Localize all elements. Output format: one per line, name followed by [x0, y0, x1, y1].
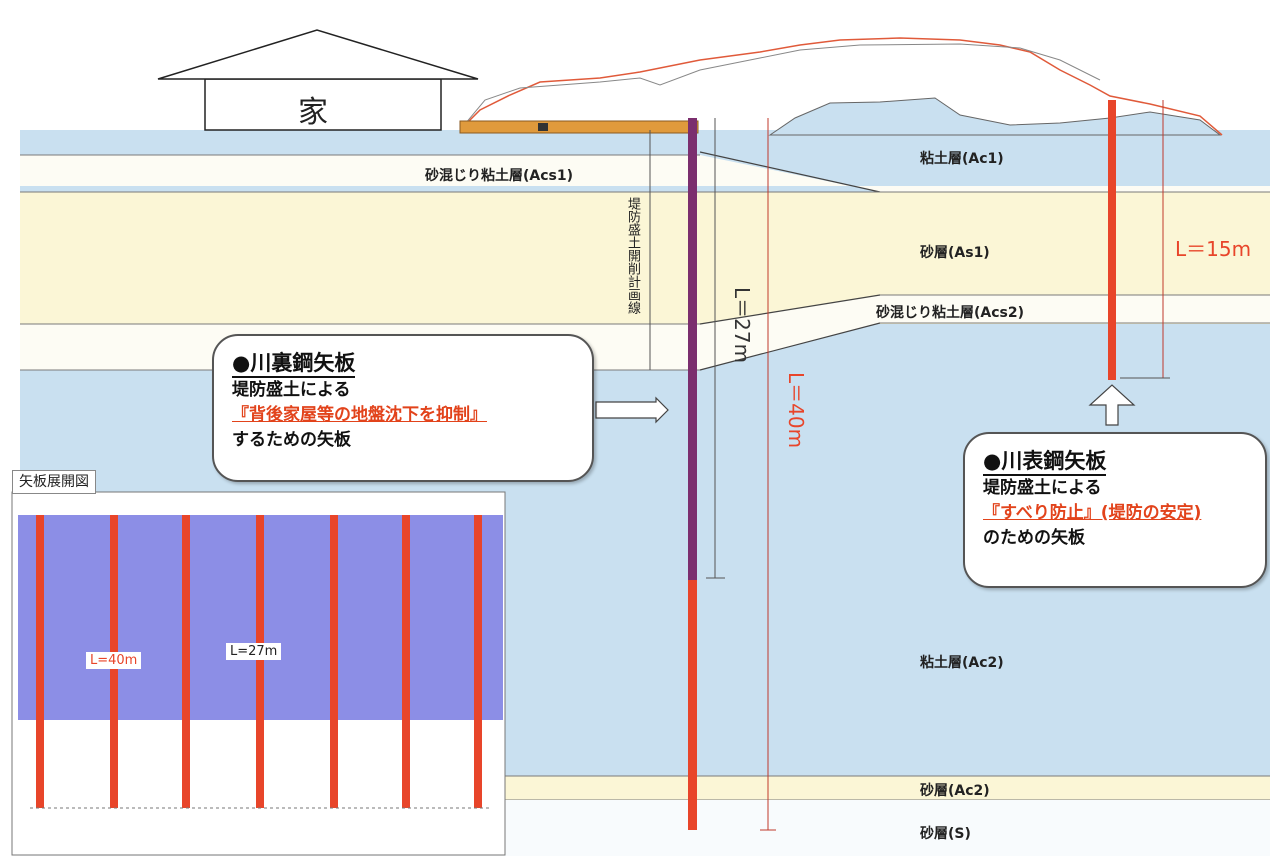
layer-label-ac2: 粘土層(Ac2)	[920, 655, 1004, 671]
callout-front-highlight: 『すべり防止』(堤防の安定)	[983, 503, 1202, 523]
callout-back-sheet-pile: ●川裏鋼矢板 堤防盛土による 『背後家屋等の地盤沈下を抑制』 するための矢板	[212, 334, 594, 482]
pile-front	[1108, 100, 1116, 380]
callout-back-highlight: 『背後家屋等の地盤沈下を抑制』	[232, 405, 487, 425]
callout-back-line3: するための矢板	[232, 430, 351, 450]
layer-label-acs1: 砂混じり粘土層(Acs1)	[425, 168, 574, 184]
embankment-plan-line	[459, 37, 1223, 136]
layer-label-ac1: 粘土層(Ac1)	[920, 151, 1004, 167]
layer-label-acs2: 砂混じり粘土層(Acs2)	[876, 305, 1025, 321]
pile-back-lower	[688, 580, 697, 830]
length-label-27m: L＝27m	[730, 287, 754, 364]
callout-front-line1: 堤防盛土による	[983, 478, 1102, 498]
pile-back-upper	[688, 118, 697, 580]
length-label-15m: L＝15m	[1175, 237, 1252, 261]
road-slab	[459, 120, 699, 134]
layer-label-as1: 砂層(As1)	[920, 245, 990, 261]
house-label: 家	[298, 95, 328, 130]
inset-title: 矢板展開図	[12, 470, 96, 494]
inset-label-27m: L=27m	[226, 643, 282, 660]
layer-acs1	[20, 155, 1270, 192]
callout-front-line3: のための矢板	[983, 528, 1085, 548]
inset-label-40m: L=40m	[86, 652, 142, 669]
callout-back-title: ●川裏鋼矢板	[232, 350, 356, 378]
house-roof	[157, 29, 479, 80]
house-body	[204, 78, 442, 131]
layer-label-ac2-sand: 砂層(Ac2)	[920, 783, 990, 799]
callout-front-title: ●川表鋼矢板	[983, 448, 1107, 476]
callout-front-sheet-pile: ●川表鋼矢板 堤防盛土による 『すべり防止』(堤防の安定) のための矢板	[963, 432, 1267, 588]
arrow-right	[595, 396, 669, 424]
arrow-up	[1088, 384, 1136, 426]
length-label-40m: L＝40m	[784, 372, 808, 449]
embankment	[768, 97, 1222, 136]
callout-back-line1: 堤防盛土による	[232, 380, 351, 400]
vertical-note: 堤防盛土開削計画線	[625, 197, 640, 314]
layer-label-s: 砂層(S)	[920, 826, 971, 842]
